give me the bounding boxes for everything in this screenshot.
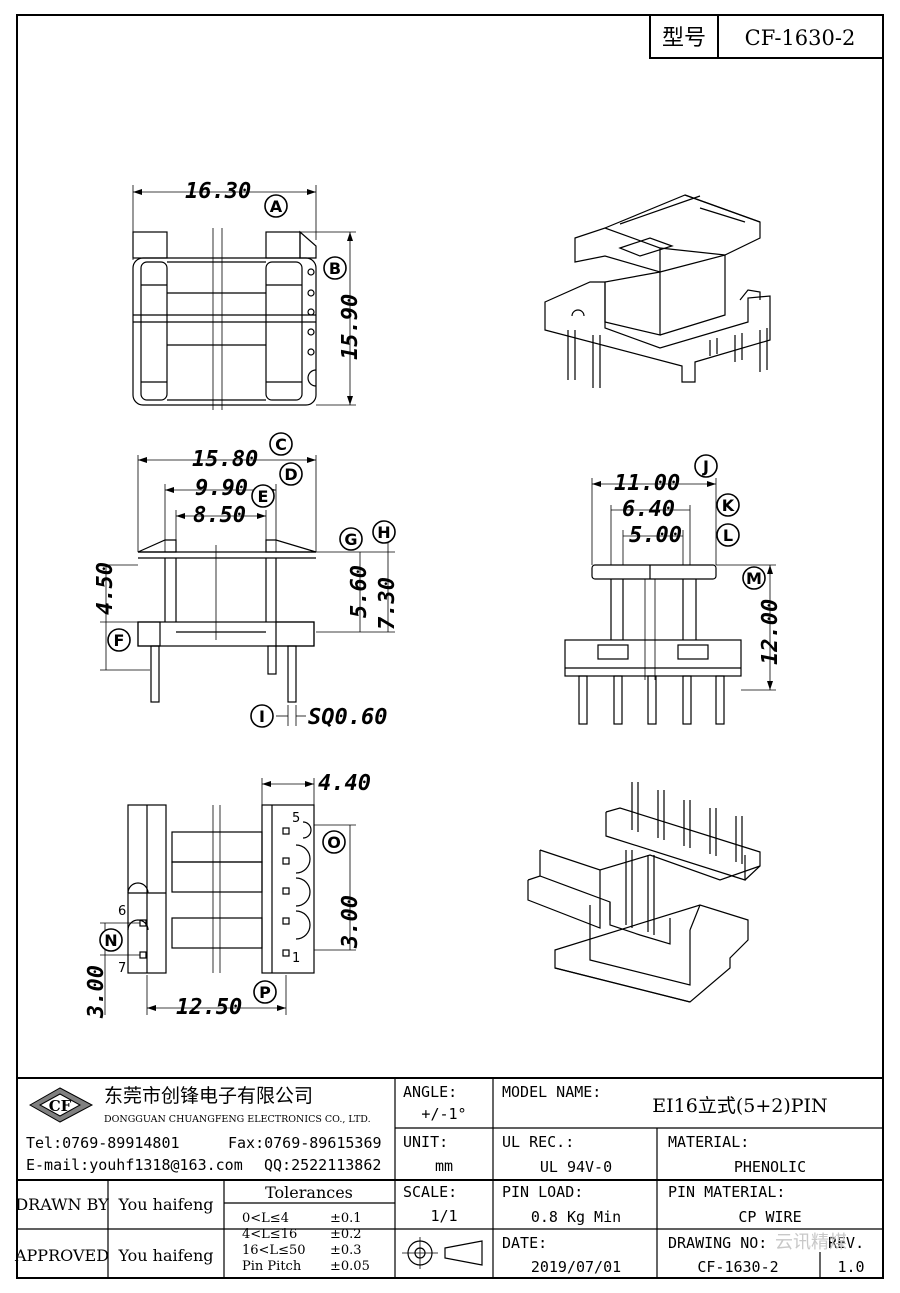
- material-value: PHENOLIC: [734, 1158, 806, 1176]
- scale-value: 1/1: [430, 1207, 457, 1225]
- material-label: MATERIAL:: [668, 1133, 749, 1151]
- company-name-cn: 东莞市创锋电子有限公司: [104, 1085, 313, 1107]
- dim-bottom-p: 12.50: [176, 995, 242, 1020]
- rev-label: REV.: [828, 1234, 864, 1252]
- dim-side-m: 12.00: [758, 599, 783, 665]
- dim-front-e: 8.50: [193, 503, 246, 528]
- callout-m: M: [746, 569, 762, 588]
- iso-view-bottom: [527, 782, 761, 1003]
- dim-top-height: 15.90: [338, 294, 363, 360]
- drawing-no-label: DRAWING NO:: [668, 1234, 767, 1252]
- callout-i: I: [259, 707, 265, 726]
- pin-number-1: 1: [292, 951, 300, 966]
- dim-front-g: 5.60: [347, 565, 372, 618]
- drawn-by-value: You haifeng: [117, 1195, 213, 1214]
- tolerance-range-2: 4<L≤16: [242, 1227, 297, 1242]
- approved-label: APPROVED: [14, 1246, 109, 1265]
- dim-front-h: 7.30: [375, 577, 400, 630]
- pin-material-value: CP WIRE: [738, 1208, 801, 1226]
- callout-n: N: [104, 931, 117, 950]
- callout-e: E: [258, 487, 269, 506]
- dim-front-d: 9.90: [195, 476, 248, 501]
- drawn-by-label: DRAWN BY: [15, 1195, 109, 1214]
- scale-label: SCALE:: [403, 1183, 457, 1201]
- dim-side-l: 5.00: [629, 523, 682, 548]
- model-number: CF-1630-2: [745, 26, 856, 50]
- callout-d: D: [284, 465, 297, 484]
- dim-front-c: 15.80: [192, 447, 258, 472]
- callout-j: J: [702, 457, 709, 476]
- dim-front-f: 4.50: [93, 562, 118, 615]
- unit-label: UNIT:: [403, 1133, 448, 1151]
- date-label: DATE:: [502, 1234, 547, 1252]
- header-model-box: 型号 CF-1630-2: [649, 14, 884, 59]
- tolerance-value-3: ±0.3: [330, 1243, 362, 1258]
- callout-k: K: [722, 496, 735, 515]
- model-label: 型号: [662, 26, 706, 51]
- company-email: E-mail:youhf1318@163.com: [26, 1156, 243, 1174]
- ul-value: UL 94V-0: [540, 1158, 612, 1176]
- dim-pin-sq: SQ0.60: [308, 705, 387, 730]
- pin-load-label: PIN LOAD:: [502, 1183, 583, 1201]
- ul-label: UL REC.:: [502, 1133, 574, 1151]
- bottom-view: 4.40 5 1 6 7 O 3.00: [84, 771, 371, 1020]
- callout-f: F: [114, 631, 125, 650]
- angle-value: +/-1°: [421, 1105, 466, 1123]
- company-fax: Fax:0769-89615369: [228, 1134, 382, 1152]
- model-name-value: EI16立式(5+2)PIN: [652, 1095, 827, 1117]
- angle-label: ANGLE:: [403, 1083, 457, 1101]
- pin-load-value: 0.8 Kg Min: [531, 1208, 621, 1226]
- side-view: 11.00 J 6.40 K 5.00 L: [564, 454, 783, 725]
- company-logo: CF: [28, 1087, 94, 1123]
- company-qq: QQ:2522113862: [264, 1156, 381, 1174]
- pin-material-label: PIN MATERIAL:: [668, 1183, 785, 1201]
- company-name-en: DONGGUAN CHUANGFENG ELECTRONICS CO., LTD…: [104, 1114, 371, 1125]
- watermark: 云讯精煤: [775, 1232, 847, 1253]
- sheet-border: [16, 14, 884, 1279]
- callout-b: B: [329, 259, 341, 278]
- approved-value: You haifeng: [117, 1246, 213, 1265]
- pin-number-6: 6: [118, 904, 126, 919]
- callout-p: P: [259, 983, 271, 1002]
- tolerance-range-3: 16<L≤50: [242, 1243, 306, 1258]
- date-value: 2019/07/01: [531, 1258, 621, 1276]
- company-tel: Tel:0769-89914801: [26, 1134, 180, 1152]
- dim-side-j: 11.00: [614, 471, 680, 496]
- dim-bottom-o: 4.40: [318, 771, 371, 796]
- tolerance-range-4: Pin Pitch: [242, 1259, 302, 1274]
- callout-g: G: [344, 530, 357, 549]
- drawing-no-value: CF-1630-2: [697, 1258, 778, 1276]
- callout-h: H: [377, 523, 390, 542]
- iso-view-top: [544, 194, 771, 388]
- top-view: 16.30 A 15.90: [132, 179, 363, 410]
- pin-number-5: 5: [292, 811, 300, 826]
- dim-bottom-pitch-left: 3.00: [84, 965, 109, 1019]
- callout-l: L: [723, 526, 733, 545]
- callout-a: A: [270, 197, 283, 216]
- dim-top-width: 16.30: [185, 179, 251, 204]
- pin-number-7: 7: [118, 961, 126, 976]
- rev-value: 1.0: [837, 1258, 864, 1276]
- front-view: 15.80 C 9.90 D 8.50 E: [93, 432, 400, 730]
- logo-text: CF: [49, 1097, 72, 1115]
- dim-side-k: 6.40: [622, 497, 675, 522]
- tolerance-range-1: 0<L≤4: [242, 1211, 289, 1226]
- title-block: CF 东莞市创锋电子有限公司 DONGGUAN CHUANGFENG ELECT…: [14, 1077, 883, 1278]
- projection-symbol: [402, 1237, 483, 1269]
- unit-value: mm: [435, 1157, 453, 1175]
- tolerance-value-2: ±0.2: [330, 1227, 362, 1242]
- callout-o: O: [327, 833, 341, 852]
- model-name-label: MODEL NAME:: [502, 1083, 601, 1101]
- tolerance-value-4: ±0.05: [330, 1259, 370, 1274]
- callout-c: C: [275, 435, 287, 454]
- tolerances-title: Tolerances: [265, 1183, 353, 1202]
- dim-bottom-pitch-right: 3.00: [338, 895, 363, 949]
- tolerance-value-1: ±0.1: [330, 1211, 362, 1226]
